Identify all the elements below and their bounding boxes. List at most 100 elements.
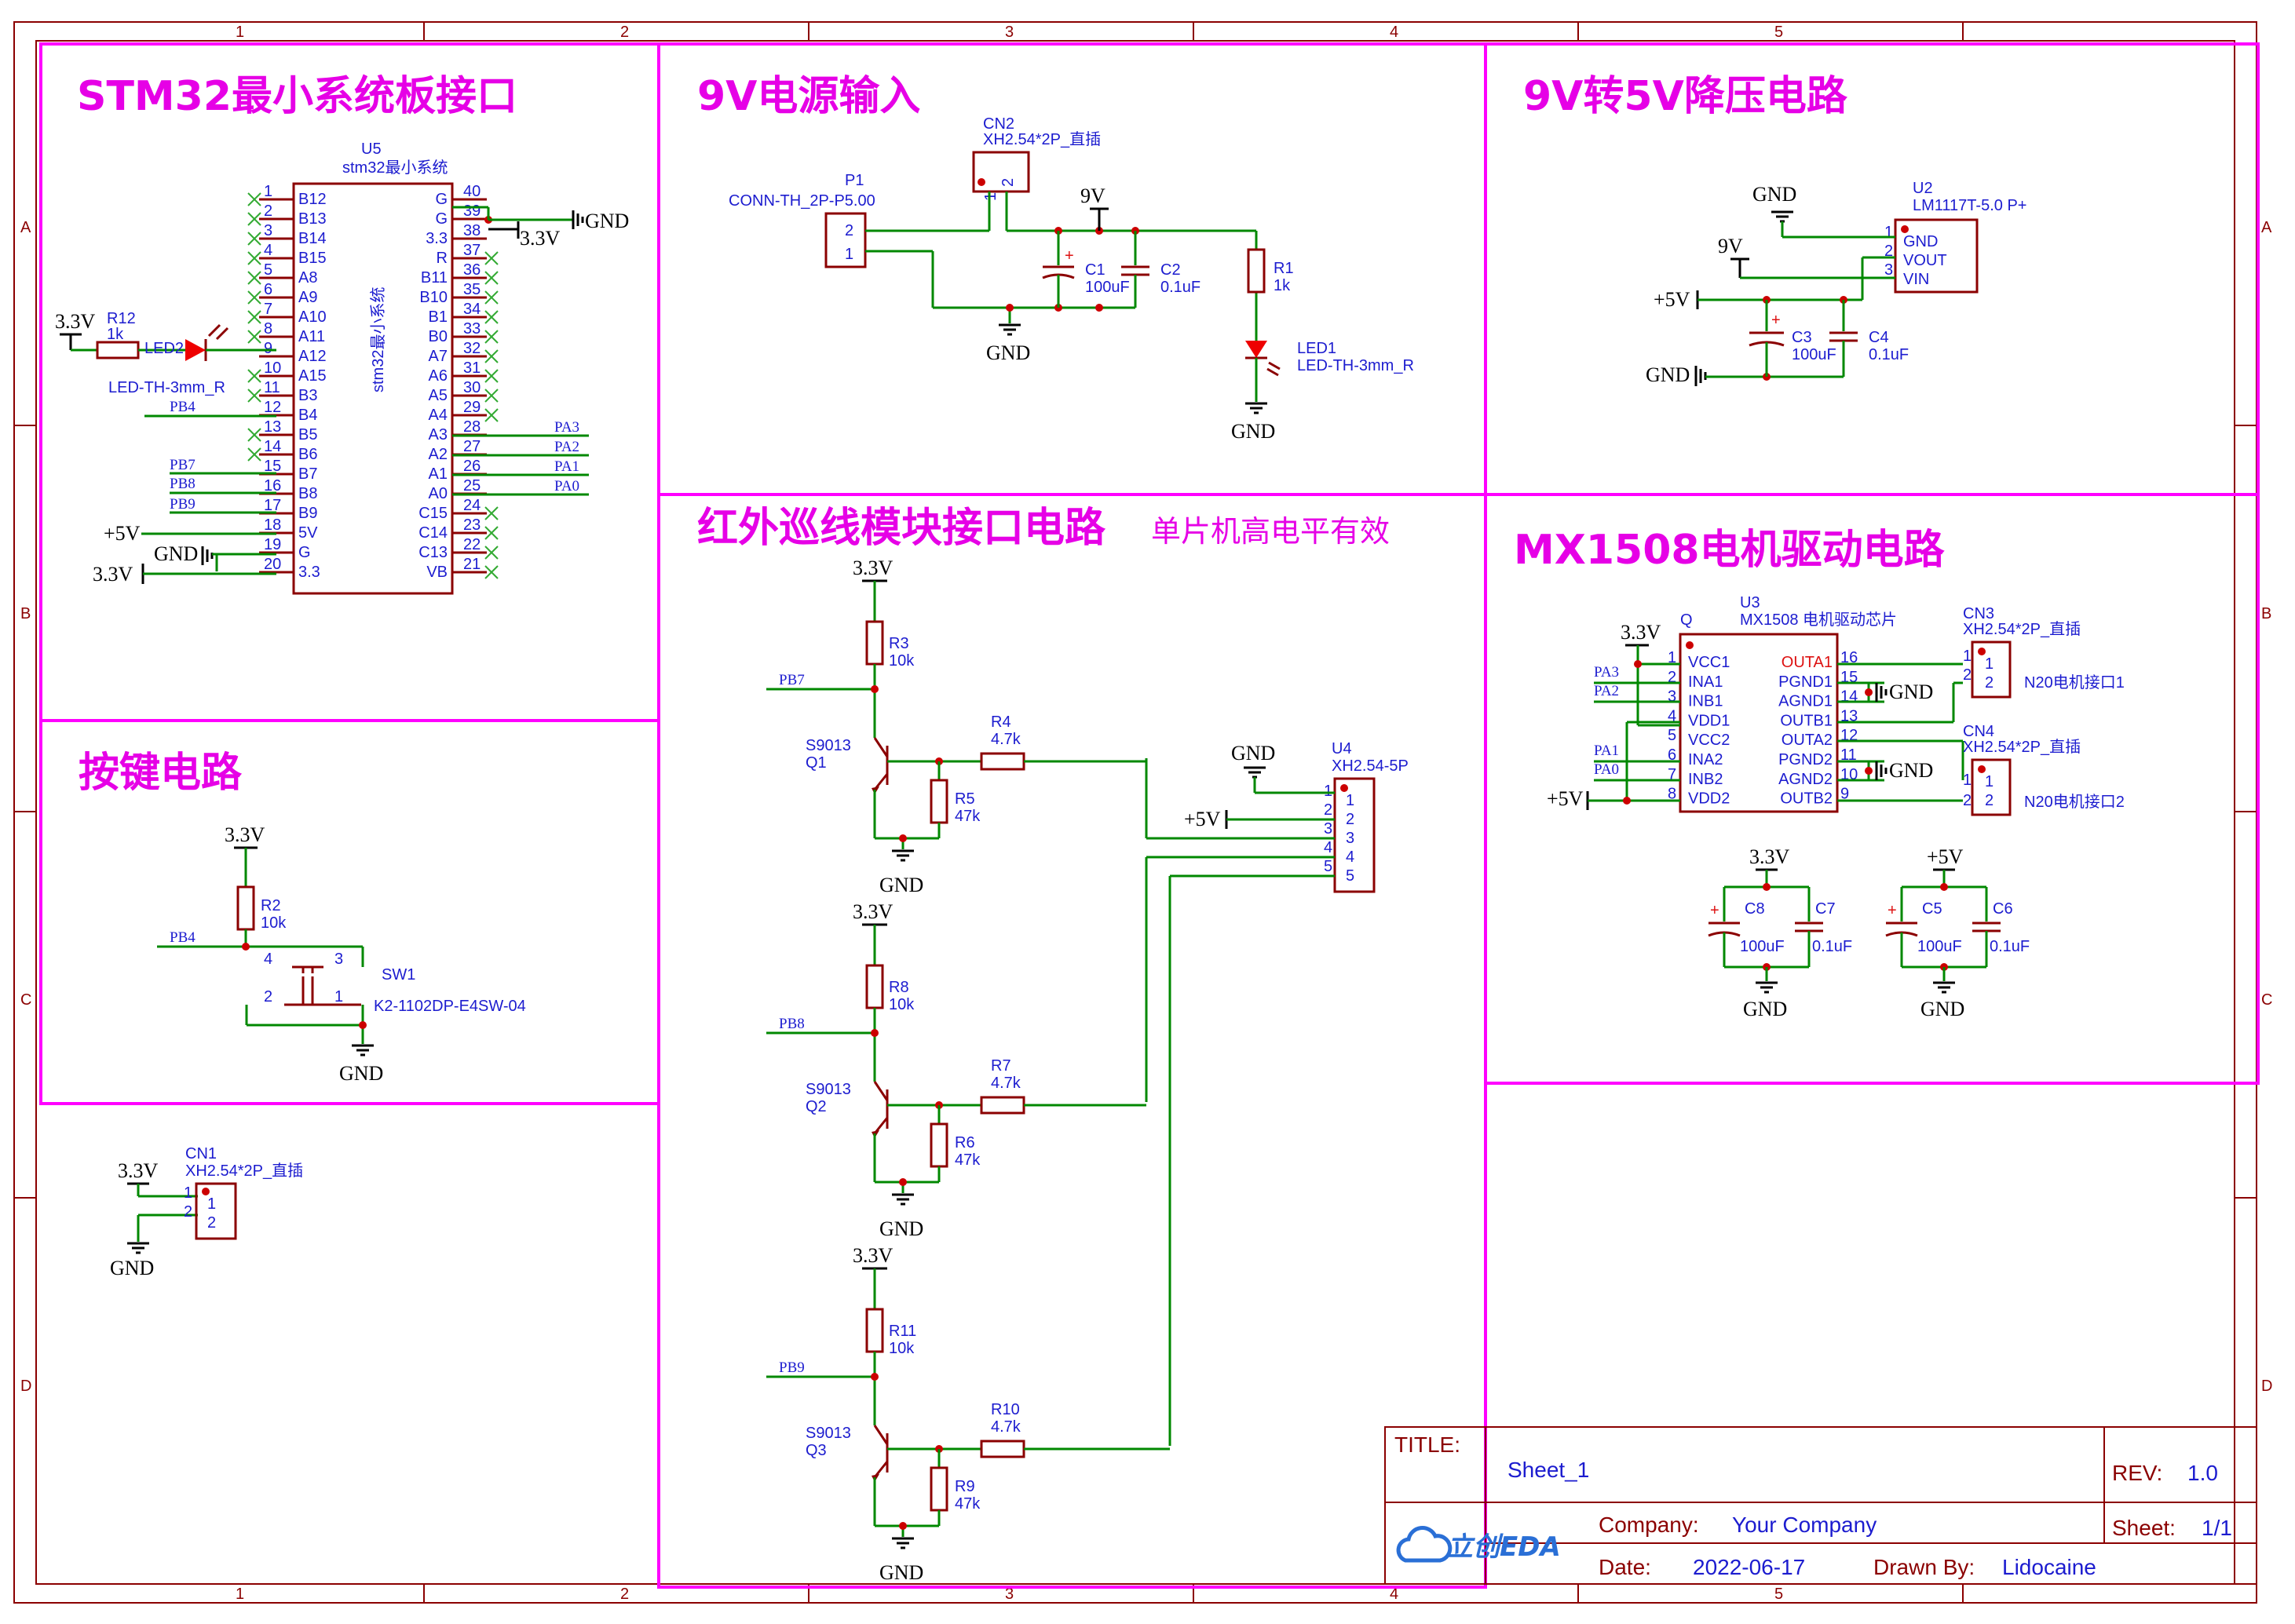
u5-pin-37: 37R — [437, 242, 499, 267]
net-gnd-ir: GND — [879, 874, 923, 896]
u5-pin-num: 15 — [264, 458, 281, 475]
u3-pin-num: 3 — [1668, 688, 1676, 706]
net-33v-u5-l: 3.3V — [93, 563, 133, 586]
svg-text:1: 1 — [1985, 655, 1994, 673]
u3-pin-name: INB2 — [1688, 771, 1723, 788]
u5-pin-name: B11 — [421, 269, 448, 286]
u5-pin-name: A8 — [298, 269, 317, 286]
net-gnd-u5: GND — [585, 210, 629, 232]
r11-ref: R11 — [889, 1323, 916, 1340]
r7-body — [980, 1096, 1025, 1115]
p1-pin-1: 1 — [845, 246, 853, 263]
u5-pin-num: 21 — [463, 556, 481, 573]
u5-pin-name: G — [298, 544, 311, 561]
u5-pin-name: 5V — [298, 524, 318, 542]
r7-val: 4.7k — [991, 1075, 1021, 1092]
grid-col-3: 3 — [1005, 24, 1014, 41]
grid-row-a: A — [20, 219, 31, 236]
u5-pin-num: 10 — [264, 359, 281, 377]
tb-drawn: Lidocaine — [2002, 1555, 2096, 1579]
u3-pin-num: 5 — [1668, 727, 1676, 744]
led2-icon — [185, 339, 206, 361]
net-pb9-ir: PB9 — [779, 1359, 805, 1376]
r1-resistor[interactable]: R1 1k — [1247, 248, 1294, 294]
cn2-connector[interactable]: CN2 XH2.54*2P_直插 1 2 — [972, 115, 1101, 201]
gnd-icon — [572, 210, 584, 229]
title-key: 按键电路 — [79, 750, 243, 797]
u5-right-pins: 40G39G383.337R36B1135B1034B133B032A731A6… — [418, 183, 499, 581]
c6-ref: C6 — [1993, 900, 2013, 918]
led1-led[interactable]: LED1 LED-TH-3mm_R GND — [1231, 340, 1414, 443]
q3-ref: Q3 — [806, 1442, 827, 1459]
tb-rev-label: REV: — [2112, 1461, 2162, 1485]
power-wires: 9V — [865, 184, 1258, 341]
c3-capacitor[interactable]: + C3 100uF — [1749, 300, 1836, 377]
u4-pin-num: 3 — [1324, 820, 1332, 838]
cn3-ref: CN3 — [1963, 605, 1994, 622]
r12-led2[interactable]: 3.3V R12 1k LED2 LED-TH-3mm_R — [55, 310, 276, 396]
u4-ref: U4 — [1332, 740, 1352, 757]
u5-pin-name: A4 — [429, 407, 448, 424]
q3-val: S9013 — [806, 1425, 851, 1442]
svg-text:+: + — [1065, 247, 1074, 265]
net-gnd-caps: GND — [1920, 998, 1964, 1020]
u5-pin-num: 6 — [264, 281, 272, 298]
r8-val: 10k — [889, 996, 915, 1013]
u2-pin-vin: VIN — [1903, 271, 1929, 288]
u5-pin-name: B4 — [298, 407, 317, 424]
net-5v-u3: +5V — [1547, 787, 1584, 810]
u5-pin-num: 12 — [264, 399, 281, 416]
u4-pin-num: 5 — [1324, 858, 1332, 875]
cn1-pin-1-l: 1 — [184, 1184, 192, 1202]
c8-val: 100uF — [1740, 938, 1785, 955]
u3-pin-num: 11 — [1840, 746, 1857, 764]
grid-row-c: C — [20, 991, 31, 1009]
key-circuit[interactable]: 3.3V R2 10k PB4 4 3 2 1 SW1 K2-1102DP-E4… — [157, 823, 526, 1085]
u5-pin-num: 7 — [264, 301, 272, 318]
grid-row-d: D — [20, 1378, 31, 1395]
u3-pin-name: VDD2 — [1688, 790, 1730, 808]
c2-capacitor[interactable]: C2 0.1uF — [1121, 231, 1200, 308]
grid-col-1: 1 — [236, 24, 244, 41]
u5-pin-38: 383.3 — [426, 222, 487, 247]
c4-capacitor[interactable]: C4 0.1uF — [1829, 300, 1909, 377]
cn2-body — [972, 151, 1030, 193]
u4-val: XH2.54-5P — [1332, 757, 1409, 775]
tb-date: 2022-06-17 — [1693, 1555, 1805, 1579]
u5-pin-num: 38 — [463, 222, 481, 239]
u5-pin-num: 25 — [463, 477, 481, 494]
buck-wires: GND 9V +5V GND — [1646, 183, 1895, 386]
grid-row-d-r: D — [2261, 1378, 2272, 1395]
cloud-logo-icon — [1396, 1526, 1453, 1563]
net-pb8-ir: PB8 — [779, 1016, 805, 1032]
tb-logo: 立创EDA — [1446, 1531, 1561, 1563]
tb-sheet-label: Sheet: — [2112, 1516, 2176, 1540]
tb-date-label: Date: — [1599, 1555, 1651, 1579]
p1-connector[interactable]: P1 CONN-TH_2P-P5.00 2 1 — [729, 172, 875, 268]
net-9v-u2: 9V — [1718, 235, 1743, 257]
r9-ref: R9 — [955, 1478, 975, 1495]
c1-capacitor[interactable]: + C1 100uF — [1042, 231, 1130, 308]
cn1-ref: CN1 — [185, 1145, 217, 1162]
cn1-connector[interactable]: 3.3V GND CN1 XH2.54*2P_直插 1 1 2 2 — [110, 1145, 303, 1279]
u2-regulator[interactable]: U2 LM1117T-5.0 P+ 1 2 3 GND VOUT VIN — [1884, 180, 2026, 294]
r10-val: 4.7k — [991, 1418, 1021, 1436]
grid-col-2-b: 2 — [620, 1586, 629, 1603]
